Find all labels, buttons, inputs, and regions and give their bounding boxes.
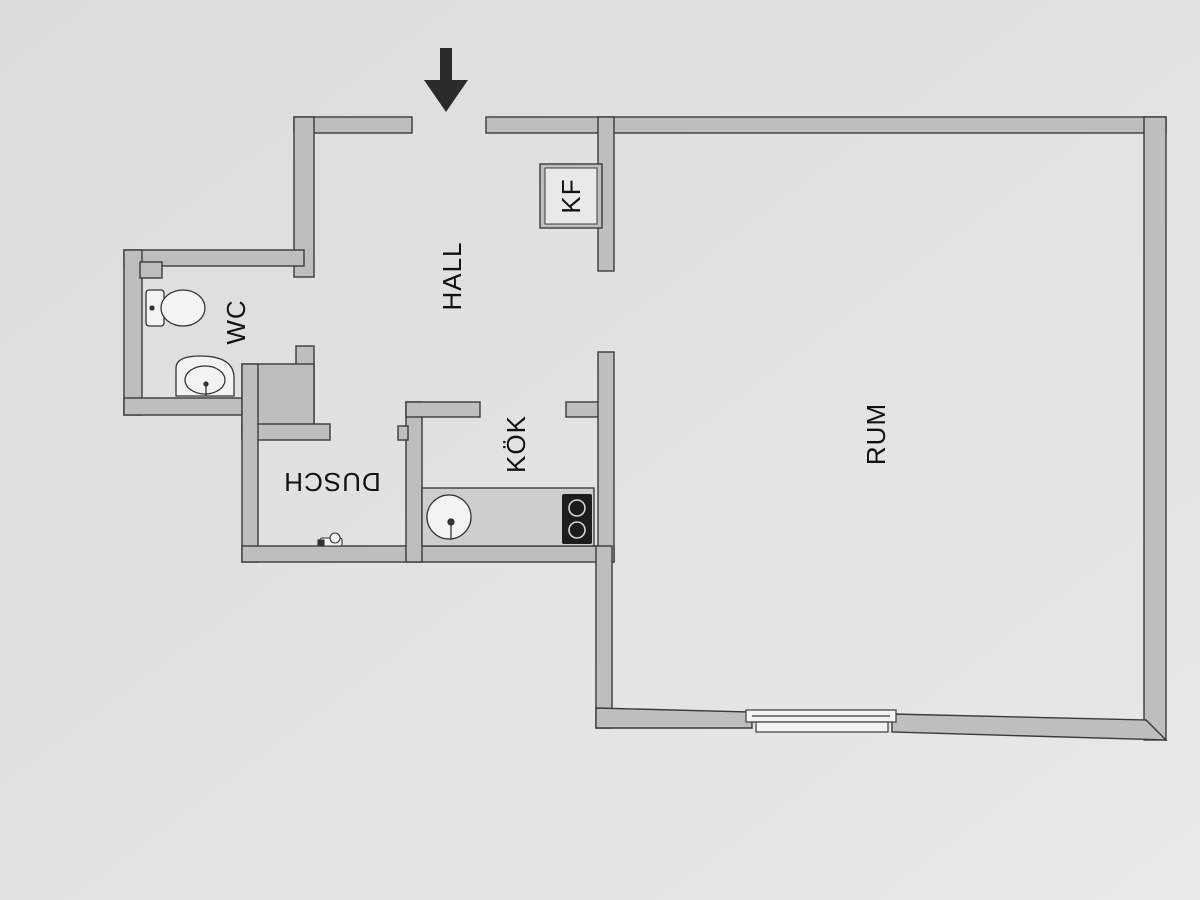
stove-icon xyxy=(562,494,592,544)
room-label-kok: KÖK xyxy=(501,415,531,473)
wall-wc-niche xyxy=(139,261,163,279)
room-label-kf: KF xyxy=(556,178,586,213)
room-label-rum: RUM xyxy=(861,403,891,465)
toilet-icon xyxy=(145,289,206,327)
washbasin-icon xyxy=(175,355,235,397)
window-icon xyxy=(745,709,897,733)
shower-tap-icon xyxy=(317,532,343,547)
wall-dusch-left xyxy=(241,363,259,563)
room-label-wc: WC xyxy=(221,299,251,344)
wall-rum-left xyxy=(595,545,613,729)
arrow-down-icon xyxy=(424,48,468,112)
sink-icon xyxy=(426,494,472,540)
room-label-hall: HALL xyxy=(437,241,467,310)
wall-hall-left xyxy=(293,116,315,278)
wall-rum-bottom-left xyxy=(595,707,753,729)
wall-right xyxy=(1143,116,1167,741)
room-label-dusch: DUSCH xyxy=(283,467,380,497)
wall-dusch-kok-jamb xyxy=(397,425,409,441)
wall-partition-lower xyxy=(597,351,615,563)
wall-rum-bottom-right xyxy=(891,713,1168,741)
walls xyxy=(123,116,1168,741)
wall-kok-top xyxy=(405,401,481,418)
wall-wc-bottom xyxy=(123,397,255,416)
wall-bottom xyxy=(241,545,615,563)
kf-interior xyxy=(544,167,598,225)
wall-top-right xyxy=(485,116,1167,134)
